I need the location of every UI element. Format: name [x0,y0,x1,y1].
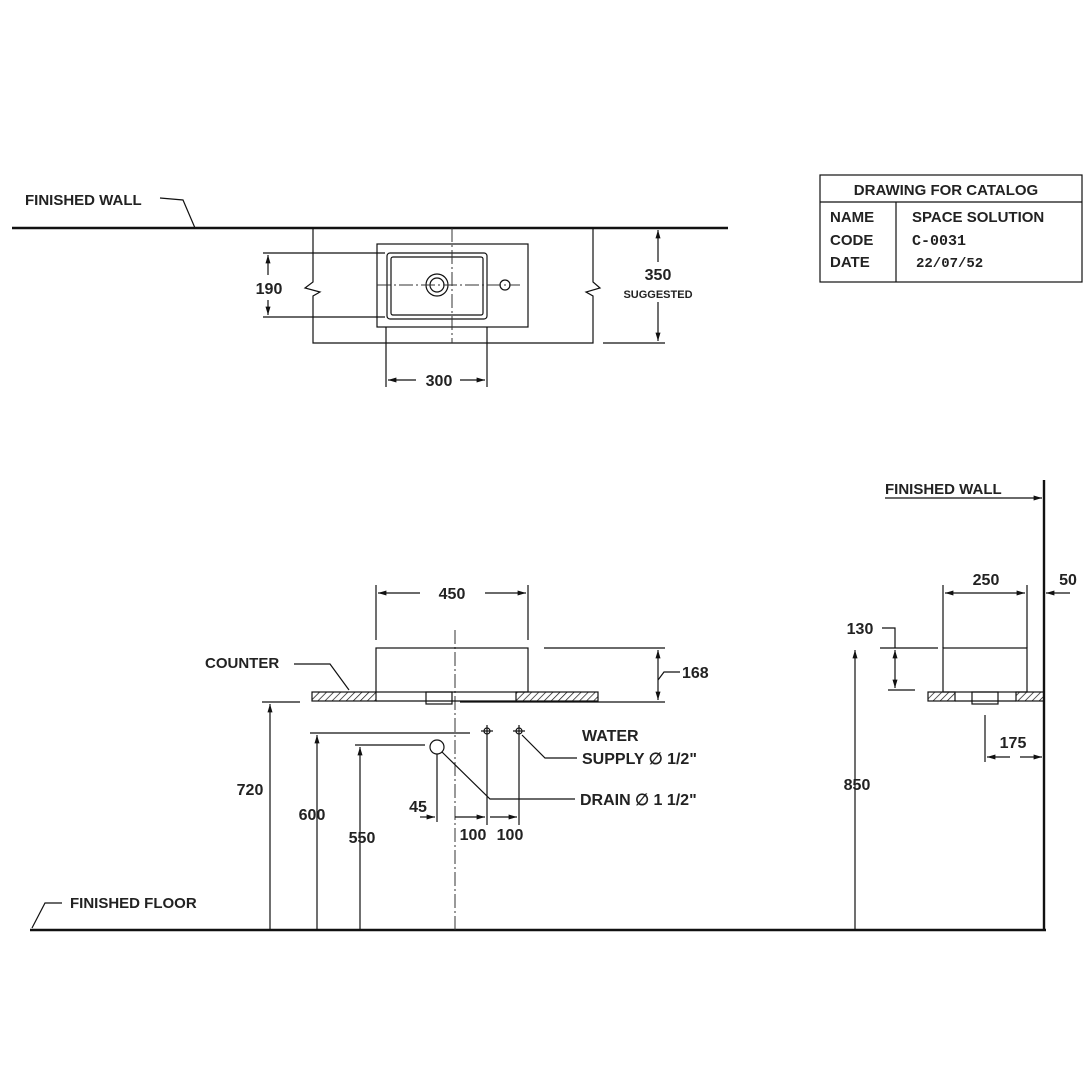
dim-130: 130 [847,621,874,638]
dim-100-a: 100 [460,827,487,844]
dim-175: 175 [1000,735,1027,752]
code-label: CODE [830,232,873,249]
dim-600: 600 [299,807,326,824]
front-basin [375,647,529,693]
dim-45: 45 [409,799,427,816]
dim-720: 720 [237,782,264,799]
water-supply-label-2: SUPPLY ∅ 1/2" [582,751,697,768]
dim-850: 850 [844,777,871,794]
dim-250: 250 [973,572,1000,589]
water-supply-label-1: WATER [582,728,639,745]
dim-100-b: 100 [497,827,524,844]
code-value: C-0031 [912,233,966,250]
side-elevation: FINISHED WALL 250 50 130 850 175 [844,480,1077,930]
plan-view: FINISHED WALL 190 350 SUGGESTED 300 [12,192,728,390]
dim-350: 350 [645,267,672,284]
name-label: NAME [830,209,874,226]
dim-50: 50 [1059,572,1077,589]
front-drain-stub [425,691,453,705]
plan-basin-bowl [386,252,488,320]
date-label: DATE [830,254,870,271]
side-basin [942,647,1028,693]
dim-350-note: SUGGESTED [623,289,692,301]
title-block-header: DRAWING FOR CATALOG [854,182,1038,199]
dim-300: 300 [426,373,453,390]
plan-wall-label: FINISHED WALL [25,192,142,209]
name-value: SPACE SOLUTION [912,209,1044,226]
drain-point-icon [429,739,445,755]
date-value: 22/07/52 [916,256,983,272]
water-supply-point-icon [481,725,493,737]
dim-450: 450 [439,586,466,603]
side-wall-label: FINISHED WALL [885,481,1002,498]
dim-168: 168 [682,665,709,682]
front-elevation: FINISHED FLOOR COUNTER line 450 168 720 … [30,585,1046,932]
title-block: DRAWING FOR CATALOG NAME SPACE SOLUTION … [819,174,1083,283]
dim-190: 190 [256,281,283,298]
dim-550: 550 [349,830,376,847]
counter-label: COUNTER [205,655,279,672]
drain-label: DRAIN ∅ 1 1/2" [580,792,697,809]
floor-label: FINISHED FLOOR [70,895,197,912]
side-drain-stub [971,691,999,705]
water-supply-point-icon [513,725,525,737]
plan-counter-outline [303,228,602,344]
